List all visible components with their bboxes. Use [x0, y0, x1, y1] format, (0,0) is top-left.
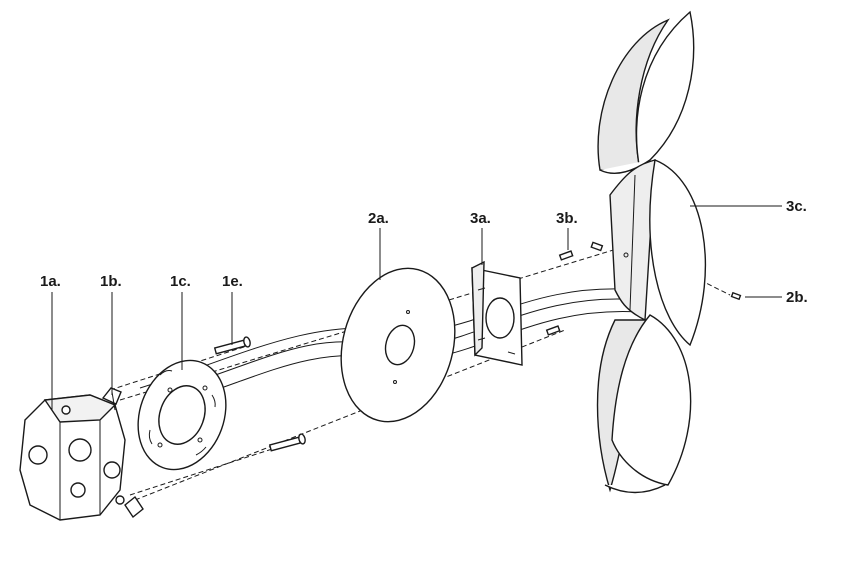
bracket-screw-upper	[558, 250, 574, 261]
mounting-crossbar	[137, 359, 227, 471]
fixture-lobe-middle	[609, 159, 706, 347]
screw-lower	[268, 433, 306, 452]
label-2b: 2b.	[786, 289, 808, 306]
label-1e: 1e.	[222, 273, 243, 290]
fixture-lobe-top	[597, 10, 695, 174]
label-3c: 3c.	[786, 198, 807, 215]
wire-connectors	[101, 387, 144, 519]
label-3b: 3b.	[556, 210, 578, 227]
bracket-screw-lower	[545, 325, 561, 336]
label-1c: 1c.	[170, 273, 191, 290]
mounting-bracket	[471, 260, 523, 366]
cover-plate	[340, 267, 456, 423]
label-1b: 1b.	[100, 273, 122, 290]
label-1a: 1a.	[40, 273, 61, 290]
leader-lines	[51, 205, 782, 410]
junction-box	[19, 394, 126, 521]
label-2a: 2a.	[368, 210, 389, 227]
light-fixture	[596, 10, 742, 494]
bracket-screws	[545, 241, 604, 336]
fixture-lobe-bottom	[596, 314, 692, 494]
label-3a: 3a.	[470, 210, 491, 227]
mounting-screws	[213, 336, 306, 452]
screw-upper	[213, 336, 251, 355]
